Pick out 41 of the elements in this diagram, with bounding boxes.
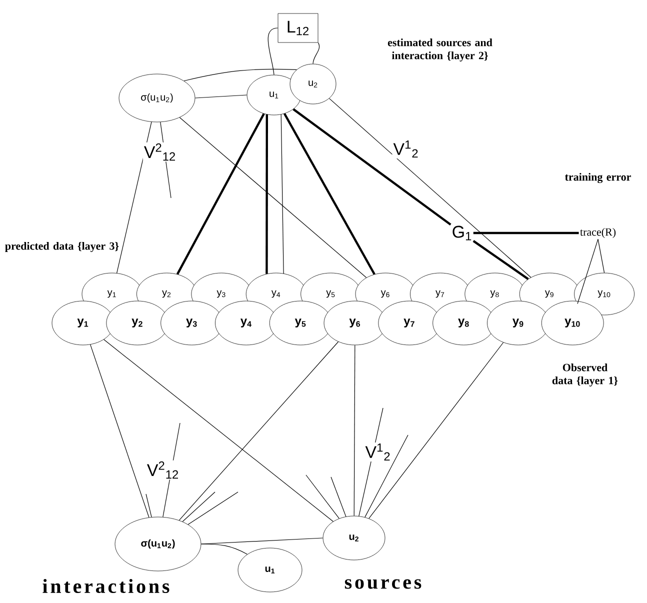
connector-line	[176, 113, 265, 275]
layer-label: predicted data {layer 3}	[5, 242, 119, 252]
connector-line	[194, 94, 248, 98]
layer-label: estimated sources and interaction {layer 2}	[388, 38, 492, 62]
connector-line	[472, 240, 529, 280]
layer-label: Observed data {layer 1}	[552, 364, 618, 386]
connector-line	[266, 114, 268, 274]
connector-line	[284, 113, 376, 275]
connector-line	[328, 98, 532, 278]
connector-line	[178, 341, 339, 521]
connector-line	[292, 108, 452, 226]
weight-label: V$^{1}$2	[392, 139, 420, 159]
connector-line	[364, 434, 408, 518]
connector-line	[354, 344, 356, 516]
node-label: trace(R)	[580, 228, 616, 238]
connector-line	[182, 492, 216, 522]
connector-line	[90, 344, 150, 518]
layer-label: training error	[564, 172, 631, 184]
connector-line	[184, 68, 297, 82]
layer-label: sources	[344, 579, 422, 589]
connector-line	[116, 122, 152, 274]
connector-line	[179, 117, 367, 278]
connector-line	[306, 474, 340, 519]
connector-line	[577, 238, 598, 304]
weight-label: V$^{1}$2	[364, 442, 392, 462]
connector-line	[200, 544, 248, 555]
connector-line	[268, 28, 278, 76]
connector-line	[280, 114, 284, 274]
weight-label: V$^{2}$12	[146, 460, 180, 480]
connector-line	[330, 476, 346, 517]
layer-label: interactions	[42, 578, 170, 594]
connector-line	[473, 232, 579, 234]
label-box: L$_{12}$	[278, 13, 318, 43]
node-label: G$_{1}$	[452, 226, 472, 240]
connector-line	[598, 238, 605, 274]
connector-line	[368, 342, 504, 519]
connector-line	[146, 494, 152, 518]
connector-line	[188, 492, 238, 525]
connector-line	[312, 42, 320, 64]
weight-label: V$^{2}$12	[142, 142, 178, 162]
connector-line	[104, 339, 334, 522]
